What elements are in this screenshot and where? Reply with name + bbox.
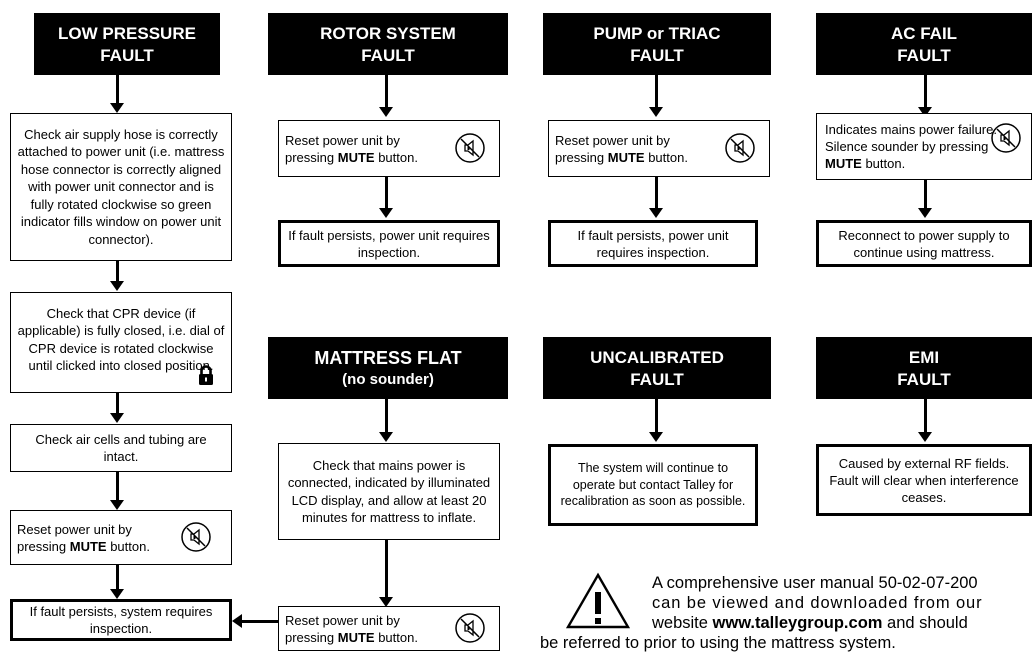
arrow [110,75,124,113]
check-mains-power-step: Check that mains power is connected, ind… [278,443,500,540]
uncalibrated-header-line2: FAULT [630,370,684,389]
reset-text-c: button. [374,629,418,645]
check-mains-power-text: Check that mains power is connected, ind… [287,457,491,526]
ac-fail-header: AC FAIL FAULT [816,13,1032,75]
rotor-header-line2: FAULT [361,46,415,65]
system-inspection-result: If fault persists, system requires inspe… [10,599,232,641]
manual-website-link: www.talleygroup.com [712,614,883,632]
rotor-reset-step: Reset power unit by pressing MUTE button… [278,120,500,177]
pump-inspection-text: If fault persists, power unit requires i… [577,227,729,260]
ac-fail-step: Indicates mains power failure. Silence s… [816,113,1032,180]
uncalibrated-result-text: The system will continue to operate but … [560,461,746,509]
emi-header: EMI FAULT [816,337,1032,399]
check-air-cells-step: Check air cells and tubing are intact. [10,424,232,472]
ac-fail-text-c: button. [861,156,906,171]
mute-label: MUTE [69,538,107,554]
arrow-left [232,614,278,628]
system-inspection-text: If fault persists, system requires inspe… [29,604,213,636]
arrow [379,177,393,218]
mattress-flat-reset-step: Reset power unit by pressing MUTE button… [278,606,500,651]
mute-label: MUTE [337,149,375,165]
arrow [110,565,124,599]
emi-header-line1: EMI [908,348,940,367]
manual-note-line2: can be viewed and downloaded from our [652,593,1032,613]
arrow [918,180,932,218]
mute-label: MUTE [607,149,645,165]
mute-sounder-icon [455,133,485,163]
manual-note-text-2: can be viewed and downloaded from our [652,594,983,612]
emi-header-line2: FAULT [897,370,951,389]
rotor-inspection-text: If fault persists, power unit requires i… [288,227,490,260]
reset-text-c: button. [106,538,150,554]
low-pressure-header-line2: FAULT [100,46,154,65]
mute-sounder-icon [455,613,485,643]
uncalibrated-header: UNCALIBRATED FAULT [543,337,771,399]
pump-header-line1: PUMP or TRIAC [593,24,721,43]
pump-reset-text: Reset power unit by pressing MUTE button… [555,132,715,166]
uncalibrated-header-line1: UNCALIBRATED [590,348,724,367]
arrow [110,393,124,423]
ac-fail-result: Reconnect to power supply to continue us… [816,220,1032,267]
ac-fail-text-a: Indicates mains power failure. Silence s… [825,122,997,154]
warning-triangle-icon [565,572,631,629]
ac-fail-header-line1: AC FAIL [890,24,958,43]
mattress-flat-reset-text: Reset power unit by pressing MUTE button… [285,612,445,646]
reset-text-a: Reset power unit by pressing [285,612,400,645]
reset-power-unit-step: Reset power unit by pressing MUTE button… [10,510,232,565]
pump-reset-step: Reset power unit by pressing MUTE button… [548,120,770,177]
manual-note-text-3a: website [652,614,713,632]
low-pressure-header-line1: LOW PRESSURE [58,24,196,43]
reset-text-a: Reset power unit by pressing [285,132,400,165]
rotor-inspection-result: If fault persists, power unit requires i… [278,220,500,267]
low-pressure-header: LOW PRESSURE FAULT [34,13,220,75]
mattress-flat-header-line1: MATTRESS FLAT [314,348,462,368]
reset-text-c: button. [644,149,688,165]
manual-note-text-1: A comprehensive user manual 50-02-07-200 [652,574,978,592]
arrow [379,75,393,117]
arrow [649,399,663,442]
padlock-icon [199,365,213,385]
arrow [379,399,393,442]
check-air-supply-text: Check air supply hose is correctly attac… [17,126,225,247]
mute-sounder-icon [725,133,755,163]
manual-note-line3: website www.talleygroup.com and should [652,613,1032,633]
mute-sounder-icon [181,522,211,552]
reset-power-unit-text: Reset power unit by pressing MUTE button… [17,521,177,555]
check-air-cells-text: Check air cells and tubing are intact. [35,432,207,464]
check-cpr-step: Check that CPR device (if applicable) is… [10,292,232,393]
arrow [110,261,124,291]
pump-header-line2: FAULT [630,46,684,65]
mute-label: MUTE [825,156,862,171]
reset-text-a: Reset power unit by pressing [555,132,670,165]
check-air-supply-step: Check air supply hose is correctly attac… [10,113,232,261]
arrow [649,75,663,117]
pump-triac-header: PUMP or TRIAC FAULT [543,13,771,75]
reset-text-c: button. [374,149,418,165]
arrow [918,75,932,117]
rotor-system-header: ROTOR SYSTEM FAULT [268,13,508,75]
mute-sounder-icon [991,123,1021,153]
arrow [918,399,932,442]
rotor-reset-text: Reset power unit by pressing MUTE button… [285,132,445,166]
rotor-header-line1: ROTOR SYSTEM [320,24,456,43]
manual-note-line4: be referred to prior to using the mattre… [540,633,1032,653]
ac-fail-header-line2: FAULT [897,46,951,65]
manual-note-text-4: be referred to prior to using the mattre… [540,634,896,652]
check-cpr-text: Check that CPR device (if applicable) is… [17,305,225,374]
arrow [110,472,124,510]
arrow [649,177,663,218]
mattress-flat-header: MATTRESS FLAT (no sounder) [268,337,508,399]
pump-inspection-result: If fault persists, power unit requires i… [548,220,758,267]
uncalibrated-result: The system will continue to operate but … [548,444,758,526]
ac-fail-result-text: Reconnect to power supply to continue us… [838,227,1010,260]
ac-fail-text: Indicates mains power failure. Silence s… [825,121,1005,172]
manual-note-line1: A comprehensive user manual 50-02-07-200 [652,573,1032,593]
reset-text-a: Reset power unit by pressing [17,521,132,554]
mattress-flat-header-line2: (no sounder) [342,371,434,388]
manual-note-text-3c: and should [882,614,968,632]
mute-label: MUTE [337,629,375,645]
emi-result: Caused by external RF fields. Fault will… [816,444,1032,516]
emi-result-text: Caused by external RF fields. Fault will… [829,455,1019,505]
arrow [379,540,393,607]
